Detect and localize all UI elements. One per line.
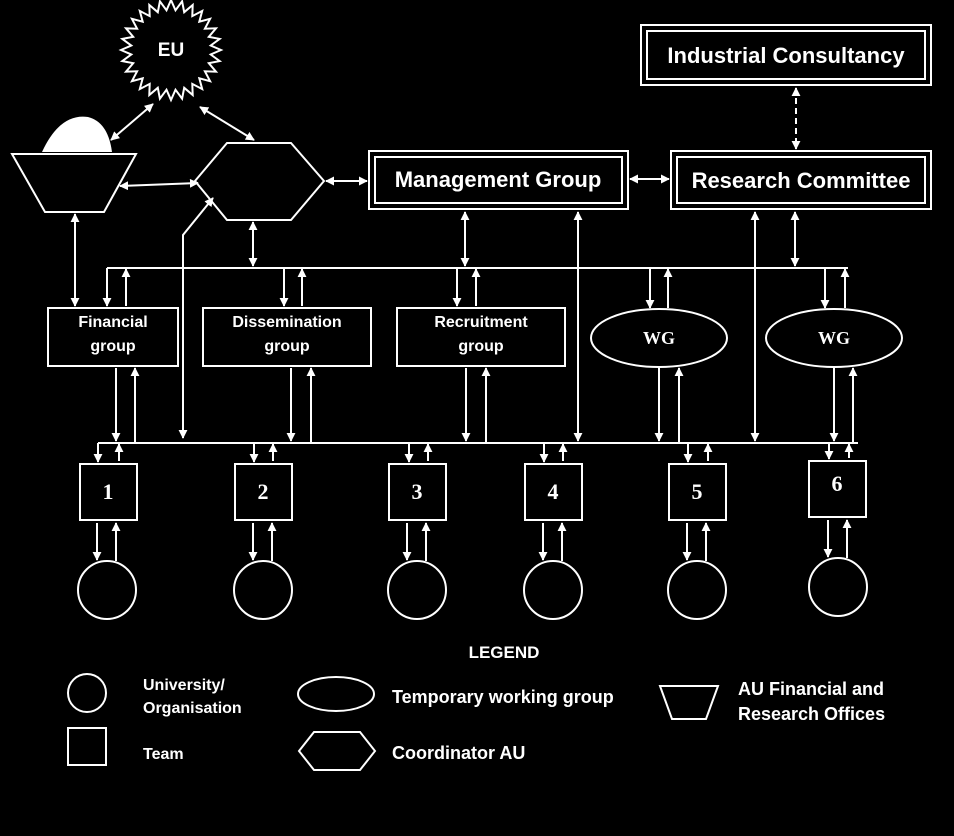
legend-coordinator-symbol (297, 731, 377, 771)
financial-group-box: Financial group (47, 307, 179, 367)
legend-title: LEGEND (469, 643, 540, 662)
connector-eu-coordinator (199, 106, 255, 141)
wg-ellipse-1: WG (590, 308, 728, 368)
dissemination-group-label-2: group (264, 338, 310, 355)
team-box-6: 6 (808, 460, 867, 518)
recruitment-group-label-1: Recruitment (434, 314, 528, 331)
legend-coordinator-label: Coordinator AU (392, 743, 525, 763)
eu-node: EU (118, 0, 224, 103)
financial-group-label-1: Financial (78, 314, 147, 331)
legend-offices-label-2: Research Offices (738, 704, 885, 724)
legend-working-group-symbol (297, 676, 375, 712)
management-group-label: Management Group (395, 167, 602, 192)
team-3-label: 3 (412, 479, 423, 504)
recruitment-group-label-2: group (458, 338, 504, 355)
legend-team-symbol (67, 727, 107, 766)
dissemination-group-box: Dissemination group (202, 307, 372, 367)
team-5-label: 5 (692, 479, 703, 504)
university-circle-6 (808, 557, 868, 617)
connector-eu-offices (110, 103, 154, 141)
legend-university-label-2: Organisation (143, 700, 242, 717)
team-2-label: 2 (258, 479, 269, 504)
financial-group-label-2: group (90, 338, 136, 355)
team-box-3: 3 (388, 463, 447, 521)
legend-team-label: Team (143, 746, 184, 763)
trapezoid-shape (10, 153, 138, 213)
research-committee-label: Research Committee (692, 168, 911, 193)
eu-label: EU (158, 40, 184, 61)
university-circle-1 (77, 560, 137, 620)
legend-working-group-label: Temporary working group (392, 687, 614, 707)
team-4-label: 4 (548, 479, 559, 504)
recruitment-group-box: Recruitment group (396, 307, 566, 367)
wg-1-label: WG (643, 328, 675, 348)
dissemination-group-label-1: Dissemination (232, 314, 341, 331)
team-box-4: 4 (524, 463, 583, 521)
management-group-box: Management Group (368, 150, 629, 210)
wg-2-label: WG (818, 328, 850, 348)
team-box-1: 1 (79, 463, 138, 521)
team-box-2: 2 (234, 463, 293, 521)
coordinator-hexagon (193, 142, 326, 221)
industrial-consultancy-label: Industrial Consultancy (667, 43, 905, 68)
legend-university-symbol (67, 673, 107, 713)
university-circle-2 (233, 560, 293, 620)
university-circle-3 (387, 560, 447, 620)
industrial-consultancy-box: Industrial Consultancy (640, 24, 932, 86)
university-circle-5 (667, 560, 727, 620)
legend-university-label-1: University/ (143, 677, 225, 694)
legend-offices-label-1: AU Financial and (738, 679, 884, 699)
wg-ellipse-2: WG (765, 308, 903, 368)
research-committee-box: Research Committee (670, 150, 932, 210)
team-6-label: 6 (832, 471, 843, 496)
university-circle-4 (523, 560, 583, 620)
team-box-5: 5 (668, 463, 727, 521)
connector-coordinator-lowerbus (178, 197, 214, 439)
dome-shape (42, 116, 112, 152)
connector-offices-coordinator (119, 178, 199, 191)
au-offices-node (10, 116, 138, 213)
team-1-label: 1 (103, 479, 114, 504)
legend-offices-symbol (658, 685, 720, 720)
